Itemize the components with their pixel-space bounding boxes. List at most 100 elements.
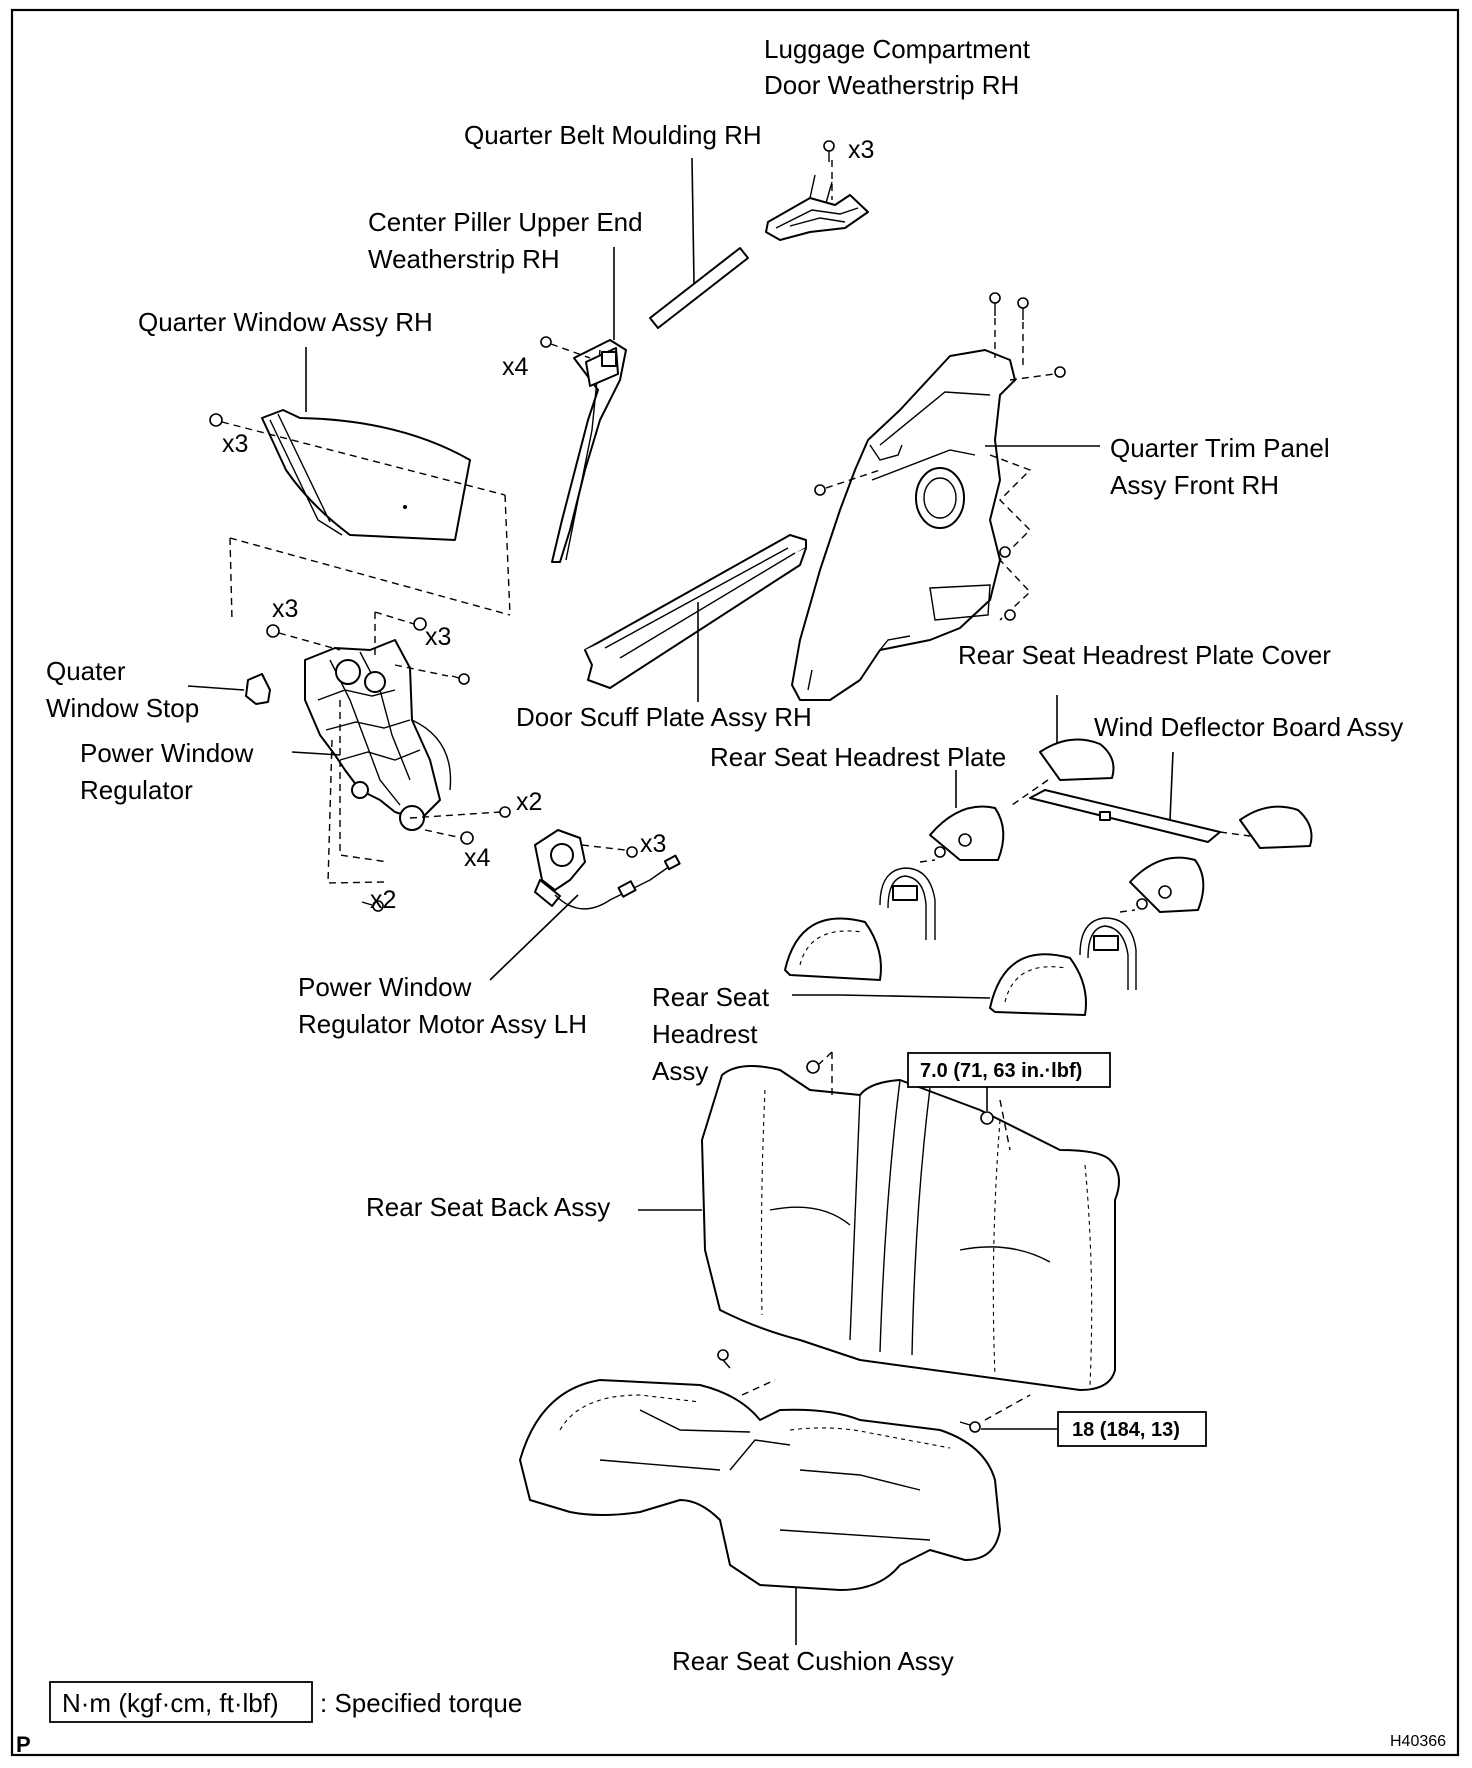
label-luggage-weatherstrip-line1: Luggage Compartment <box>764 34 1031 64</box>
trim-screw-side-icon <box>1054 366 1066 378</box>
quarter-window-dash-lower <box>229 537 511 616</box>
label-headrest-assy-line1: Rear Seat <box>652 982 770 1012</box>
label-power-window-regulator-line2: Regulator <box>80 775 193 805</box>
seat-back-dash-1 <box>817 1051 833 1066</box>
qty-regulator-nuts-left: x3 <box>272 595 298 623</box>
quarter-window-part <box>261 409 471 541</box>
qty-regulator-bolts-x4: x4 <box>464 844 491 872</box>
headrest-plate-cover-part-2 <box>1239 805 1313 849</box>
regulator-dash-5 <box>339 700 389 863</box>
headrest-plate-part-1 <box>929 805 1005 861</box>
label-quarter-window-assy: Quarter Window Assy RH <box>138 307 433 337</box>
diagram-frame <box>10 8 1460 1757</box>
label-wind-deflector: Wind Deflector Board Assy <box>1094 712 1403 742</box>
trim-screw-left-icon <box>814 484 826 496</box>
label-headrest-plate: Rear Seat Headrest Plate <box>710 742 1006 772</box>
regulator-bolt-bottom-icon <box>361 900 384 912</box>
legend-description: : Specified torque <box>320 1688 522 1718</box>
trim-screw-right-1-icon <box>999 546 1011 558</box>
label-seat-back: Rear Seat Back Assy <box>366 1192 610 1222</box>
leader-wind-deflector <box>1169 751 1174 821</box>
headrest-plate-cover-part <box>1039 738 1115 781</box>
qty-luggage-screws: x3 <box>848 136 874 164</box>
torque-seat-back-nut: 7.0 (71, 63 in.·lbf) <box>920 1060 1082 1082</box>
regulator-dash-3 <box>374 611 415 625</box>
quarter-window-nut-icon <box>209 413 223 427</box>
center-piller-clip-icon <box>540 336 552 348</box>
regulator-dash-1 <box>278 632 341 651</box>
window-stop-part <box>245 673 271 705</box>
quarter-window-dash-right <box>504 494 511 616</box>
label-quater-window-stop-line2: Window Stop <box>46 693 199 723</box>
trim-screw-right-2-icon <box>1004 609 1016 621</box>
legend-unit-box <box>49 1681 313 1723</box>
seat-back-bolt-right-icon <box>959 1421 981 1433</box>
label-power-window-motor-line1: Power Window <box>298 972 472 1002</box>
label-seat-cushion: Rear Seat Cushion Assy <box>672 1646 954 1676</box>
power-window-regulator-part <box>304 639 452 831</box>
qty-regulator-bolts-x2-top: x2 <box>516 788 542 816</box>
motor-dash-line <box>581 844 626 851</box>
regulator-dash-4 <box>394 664 449 677</box>
trim-dash-5 <box>989 454 1032 621</box>
regulator-bolt-x2-icon <box>499 806 511 818</box>
headrest-right-part <box>989 953 1087 1016</box>
regulator-dash-8 <box>424 829 463 839</box>
rear-seat-back-part <box>701 1065 1120 1391</box>
label-quarter-belt-moulding: Quarter Belt Moulding RH <box>464 120 762 150</box>
leader-quarter-belt <box>691 157 695 284</box>
wind-deflector-part <box>1029 789 1221 843</box>
label-center-piller-line1: Center Piller Upper End <box>368 207 643 237</box>
plate-cover-dash <box>1011 779 1049 806</box>
trim-screw-top-right-icon <box>1017 297 1029 320</box>
seat-back-nut-icon <box>806 1060 820 1074</box>
label-power-window-regulator-line1: Power Window <box>80 738 254 768</box>
label-luggage-weatherstrip-line2: Door Weatherstrip RH <box>764 70 1019 100</box>
luggage-screw-icon <box>823 140 835 162</box>
quarter-window-dash-line <box>221 421 506 496</box>
wind-deflector-dash <box>1219 831 1251 837</box>
headrest-stay-left <box>879 867 936 940</box>
seat-back-torque-nut-icon <box>980 1111 994 1125</box>
regulator-dash-7 <box>409 811 501 819</box>
label-headrest-assy-line3: Assy <box>652 1056 708 1086</box>
qty-quarter-window-nuts: x3 <box>222 430 248 458</box>
stay-dash-2 <box>1119 909 1136 913</box>
leader-headrest-b <box>839 994 991 999</box>
headrest-plate-part-2 <box>1129 856 1205 913</box>
leader-window-stop <box>187 685 245 691</box>
leader-power-motor <box>489 894 579 981</box>
label-quater-window-stop-line1: Quater <box>46 656 126 686</box>
label-headrest-assy-line2: Headrest <box>652 1019 758 1049</box>
quarter-window-dash-left <box>229 537 233 621</box>
label-door-scuff-plate: Door Scuff Plate Assy RH <box>516 702 812 732</box>
figure-id: H40366 <box>1390 1733 1446 1750</box>
qty-regulator-bolts-x2-bottom: x2 <box>370 886 396 914</box>
label-quarter-trim-line2: Assy Front RH <box>1110 470 1279 500</box>
regulator-bolt-icon <box>451 673 470 685</box>
torque-box-seat-back-bolt <box>1057 1411 1207 1447</box>
trim-dash-3 <box>1009 373 1055 381</box>
page-letter: P <box>16 1732 31 1757</box>
torque-seat-back-bolt: 18 (184, 13) <box>1072 1419 1180 1441</box>
regulator-nut-left-icon <box>266 624 280 638</box>
label-center-piller-line2: Weatherstrip RH <box>368 244 560 274</box>
rear-seat-cushion-part <box>519 1379 1001 1591</box>
motor-bolt-icon <box>626 846 638 858</box>
center-piller-weatherstrip-part <box>551 339 627 563</box>
seat-back-dash-3 <box>999 1099 1011 1151</box>
trim-screw-top-left-icon <box>989 292 1001 316</box>
qty-regulator-nuts-right: x3 <box>425 623 451 651</box>
torque-box-seat-back-nut <box>907 1052 1111 1088</box>
headrest-left-part <box>784 917 882 981</box>
seat-back-dash-5 <box>984 1394 1031 1421</box>
quarter-trim-panel-part <box>791 349 1016 701</box>
legend-unit: N·m (kgf·cm, ft·lbf) <box>62 1688 279 1718</box>
label-headrest-plate-cover: Rear Seat Headrest Plate Cover <box>958 640 1331 670</box>
luggage-weatherstrip-part <box>765 174 869 241</box>
qty-center-piller-clips: x4 <box>502 353 529 381</box>
regulator-bolt-x4-icon <box>460 831 474 845</box>
seat-back-dash-4 <box>741 1379 776 1396</box>
power-window-motor-part <box>534 829 681 910</box>
